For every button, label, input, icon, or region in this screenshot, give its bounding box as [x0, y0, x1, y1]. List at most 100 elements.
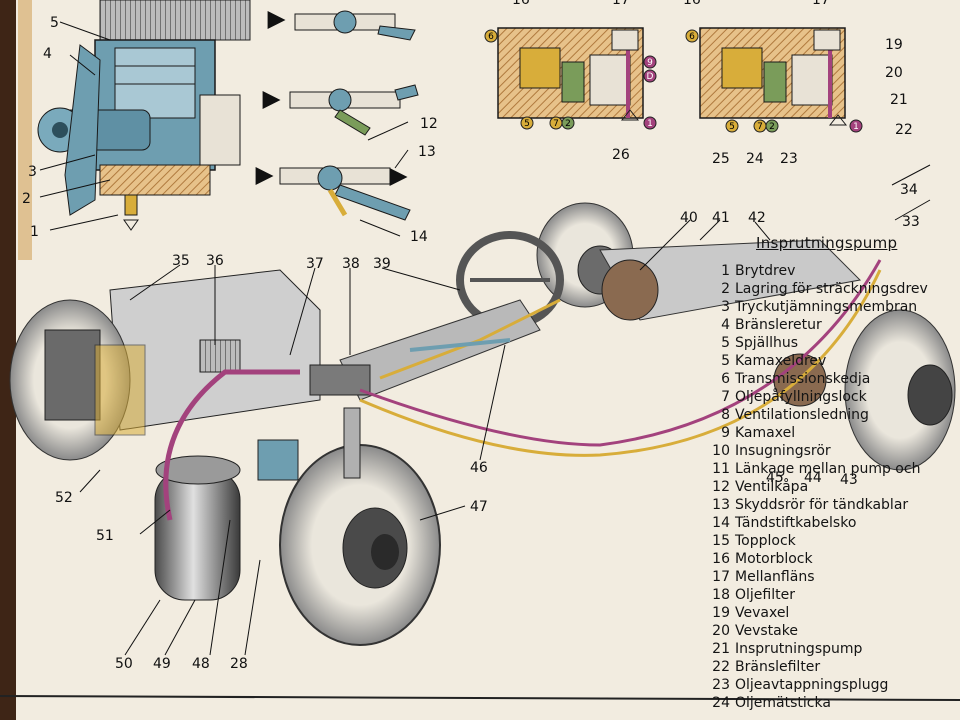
legend-item-number: 3	[721, 299, 730, 315]
port-5b	[725, 119, 739, 133]
callout-16b: 16	[683, 0, 701, 8]
callout-33: 33	[902, 214, 920, 230]
valve-section-a	[497, 27, 644, 121]
legend-item-label: Länkage mellan pump och	[735, 461, 921, 477]
port-1b	[849, 119, 863, 133]
legend-item-number: 20	[712, 623, 730, 639]
legend-item-number: 2	[721, 281, 730, 297]
legend-item-label: Oljemätsticka	[735, 695, 831, 711]
legend-item-label: Motorblock	[735, 551, 813, 567]
callout-2: 2	[22, 191, 31, 207]
linkage-detail-1	[267, 10, 416, 41]
port-6b	[685, 29, 699, 43]
poster-left-edge-shadow	[0, 0, 16, 720]
port-6b-label: 6	[689, 32, 695, 42]
callout-45: 45	[766, 470, 784, 486]
fuel-lines	[163, 259, 882, 521]
legend-item-label: Skyddsrör för tändkablar	[735, 497, 909, 513]
callout-25: 25	[712, 151, 730, 167]
port-markers: 6 5 7 2 1 6 5 7 2 1 9 D	[484, 29, 863, 133]
legend-item-label: Vevaxel	[735, 605, 790, 621]
port-1a	[643, 116, 657, 130]
callout-38: 38	[342, 256, 360, 272]
callout-12: 12	[420, 116, 438, 132]
legend-item-label: Lagring för sträckningsdrev	[735, 281, 928, 297]
legend-item: 10 Insugningsrör	[708, 442, 960, 460]
callout-1: 1	[30, 224, 39, 240]
legend-item-label: Tändstiftkabelsko	[735, 515, 857, 531]
callout-52: 52	[55, 490, 73, 506]
callout-44: 44	[804, 470, 822, 486]
legend-item-label: Transmissionskedja	[735, 371, 871, 387]
legend-item-label: Mellanfläns	[735, 569, 815, 585]
callout-3: 3	[28, 164, 37, 180]
legend-item: 6 Transmissionskedja	[708, 370, 960, 388]
legend-item-number: 10	[712, 443, 730, 459]
engine-block	[9, 269, 321, 461]
port-6a-label: 6	[488, 32, 494, 42]
linkage-detail-2	[262, 84, 419, 136]
legend-item-label: Insugningsrör	[735, 443, 831, 459]
valve-section-b	[699, 27, 848, 126]
port-7b-label: 7	[757, 122, 763, 132]
legend-item-label: Insprutningspump	[735, 641, 863, 657]
legend-item-label: Spjällhus	[735, 335, 799, 351]
callout-17b: 17	[812, 0, 830, 8]
legend-item-number: 24	[712, 695, 730, 711]
callout-39: 39	[373, 256, 391, 272]
legend-item-number: 11	[712, 461, 730, 477]
legend-item-label: Oljepåfyllningslock	[735, 389, 867, 405]
callout-20: 20	[885, 65, 903, 81]
callout-24: 24	[746, 151, 764, 167]
legend-item-label: Topplock	[735, 533, 796, 549]
legend-item-label: Kamaxel	[735, 425, 796, 441]
legend-item-number: 12	[712, 479, 730, 495]
leader-lines	[39, 21, 931, 656]
legend-item-label: Ventilationsledning	[735, 407, 869, 423]
legend-item-number: 14	[712, 515, 730, 531]
legend-item: 11 Länkage mellan pump och	[708, 460, 960, 478]
legend-item: 24 Oljemätsticka	[708, 694, 960, 712]
callout-16a: 16	[512, 0, 530, 8]
port-6a	[484, 29, 498, 43]
legend-item-number: 16	[712, 551, 730, 567]
legend-item-label: Oljefilter	[735, 587, 795, 603]
callout-28: 28	[230, 656, 248, 672]
legend-item: 5 Spjällhus	[708, 334, 960, 352]
legend-item-label: Oljeavtappningsplugg	[735, 677, 889, 693]
linkage-detail-3	[255, 165, 411, 221]
port-7a-label: 7	[553, 119, 559, 129]
legend-item-number: 5	[721, 335, 730, 351]
port-9	[643, 55, 657, 69]
port-d	[643, 69, 657, 83]
legend-item: 14 Tändstiftkabelsko	[708, 514, 960, 532]
port-5b-label: 5	[729, 122, 735, 132]
callout-numbers: 1 2 3 4 5 12 13 14 26 25 24 23 19 20 21 …	[22, 0, 920, 672]
wheel-front-left	[279, 444, 441, 646]
callout-26: 26	[612, 147, 630, 163]
legend-item-label: Brytdrev	[735, 263, 796, 279]
legend-item-label: Bränsleretur	[735, 317, 822, 333]
callout-47: 47	[470, 499, 488, 515]
legend-item-number: 4	[721, 317, 730, 333]
callout-4: 4	[43, 46, 52, 62]
callout-43: 43	[840, 472, 858, 488]
callout-46: 46	[470, 460, 488, 476]
port-d-label: D	[647, 72, 654, 82]
callout-40: 40	[680, 210, 698, 226]
legend-title: Insprutningspump	[756, 234, 898, 252]
callout-34: 34	[900, 182, 918, 198]
legend-item-number: 6	[721, 371, 730, 387]
callout-5: 5	[50, 15, 59, 31]
callout-36: 36	[206, 253, 224, 269]
